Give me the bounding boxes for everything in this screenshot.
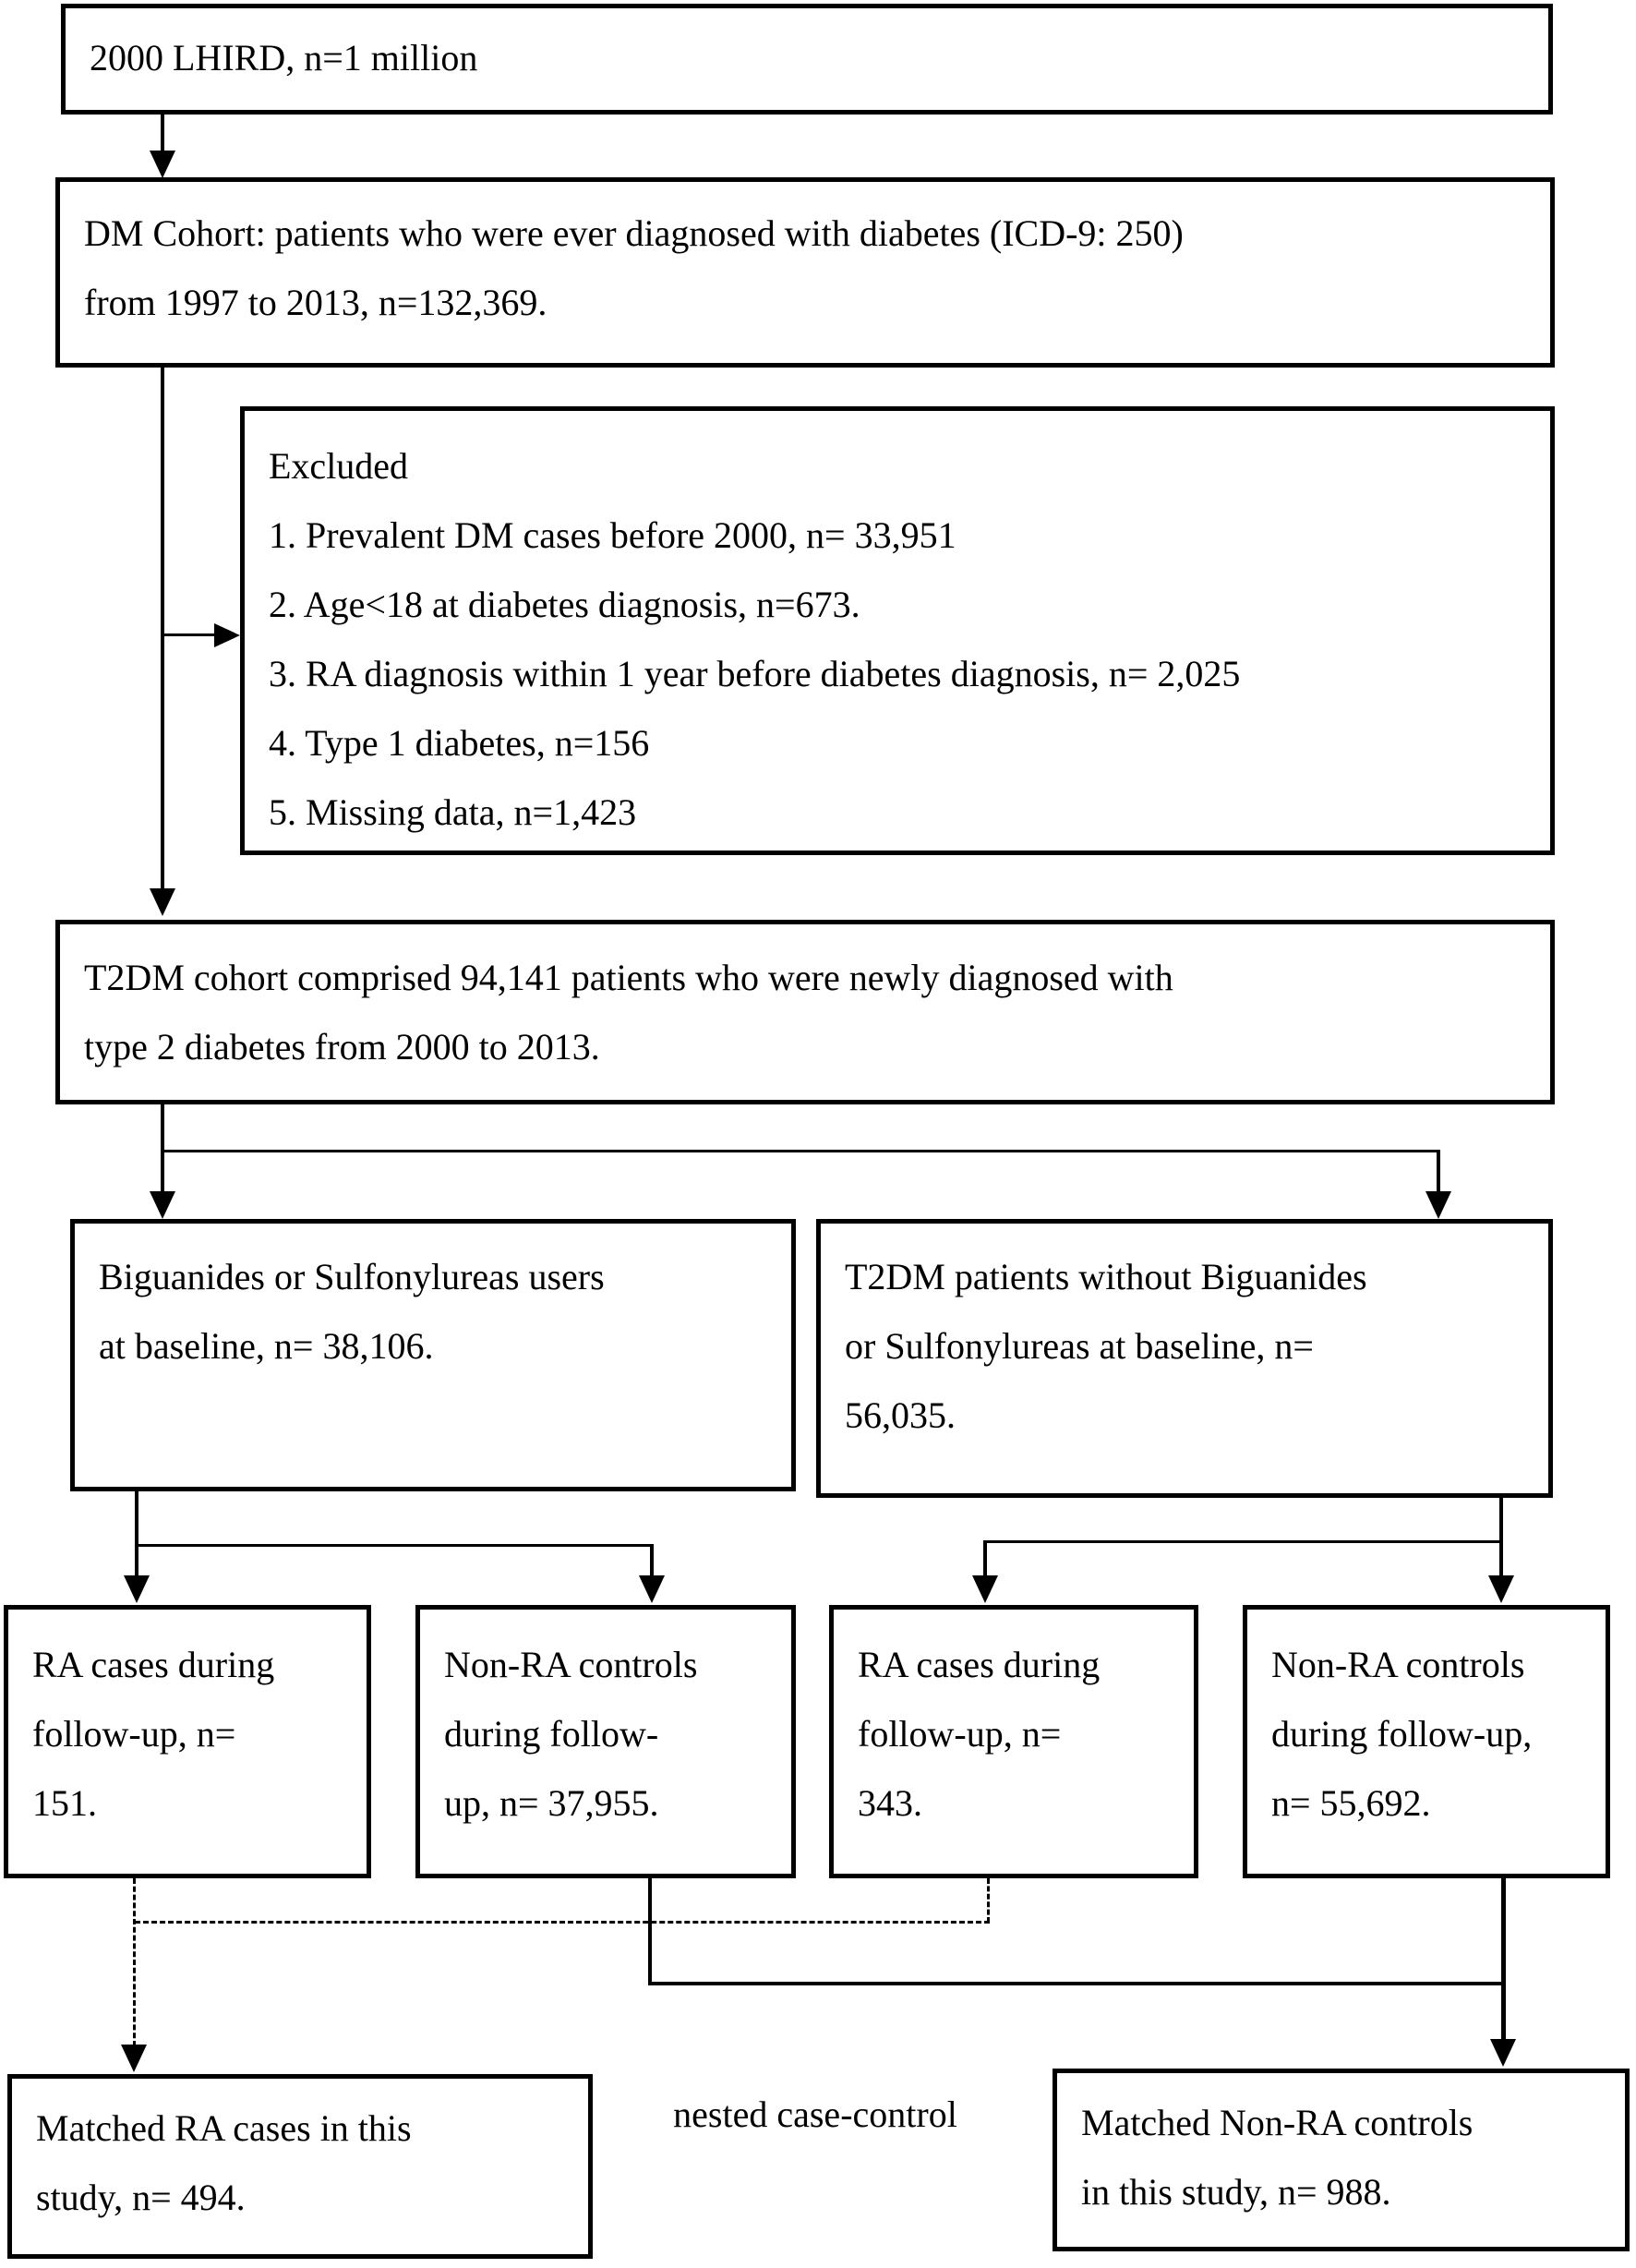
excluded-title: Excluded (269, 445, 409, 487)
box-line: type 2 diabetes from 2000 to 2013. (84, 1026, 600, 1068)
split-biguanide-stem (135, 1491, 138, 1547)
arrow-into-ra-right-head (972, 1575, 998, 1603)
box-line: T2DM cohort comprised 94,141 patients wh… (84, 957, 1173, 998)
split-without-biguanide-left-drop (983, 1543, 987, 1580)
arrow-lhird-to-dm-line (161, 115, 164, 155)
box-lhird: 2000 LHIRD, n=1 million (61, 4, 1553, 115)
box-line: Matched RA cases in this (36, 2107, 412, 2149)
arrow-into-biguanide-head (150, 1191, 175, 1219)
arrow-into-ra-left-head (124, 1575, 150, 1603)
arrow-into-nonra-left-head (639, 1575, 665, 1603)
arrow-dm-to-t2dm-head (150, 888, 175, 916)
box-ra-cases-left: RA cases during follow-up, n= 151. (4, 1605, 371, 1878)
box-excluded: Excluded 1. Prevalent DM cases before 20… (240, 406, 1555, 855)
arrow-lhird-to-dm-head (150, 151, 175, 178)
box-line: study, n= 494. (36, 2177, 246, 2218)
solid-nonra-left-drop (648, 1878, 652, 1985)
box-line: 151. (32, 1782, 97, 1824)
split-t2dm-crossbar (161, 1150, 1440, 1152)
box-biguanide-users: Biguanides or Sulfonylureas users at bas… (70, 1219, 796, 1491)
arrow-into-nonra-right-head (1488, 1575, 1514, 1603)
arrow-dm-to-t2dm-line (161, 368, 164, 894)
box-line: 343. (858, 1782, 922, 1824)
dashed-ra-crossbar (135, 1921, 990, 1924)
excluded-item: 2. Age<18 at diabetes diagnosis, n=673. (269, 584, 860, 625)
split-biguanide-left-drop (135, 1547, 138, 1580)
box-line: during follow-up, (1271, 1713, 1533, 1755)
excluded-item: 5. Missing data, n=1,423 (269, 791, 637, 833)
excluded-item: 3. RA diagnosis within 1 year before dia… (269, 653, 1241, 694)
excluded-item: 1. Prevalent DM cases before 2000, n= 33… (269, 514, 956, 556)
solid-nonra-crossbar (648, 1982, 1505, 1985)
split-biguanide-right-drop (650, 1547, 654, 1580)
excluded-item: 4. Type 1 diabetes, n=156 (269, 722, 650, 764)
box-nonra-controls-left: Non-RA controls during follow- up, n= 37… (415, 1605, 796, 1878)
box-line: during follow- (444, 1713, 659, 1755)
box-line: Non-RA controls (1271, 1644, 1525, 1685)
box-line: up, n= 37,955. (444, 1782, 659, 1824)
nested-case-control-label: nested case-control (673, 2093, 957, 2135)
arrow-into-matched-ra-head (121, 2045, 147, 2072)
box-t2dm-cohort: T2DM cohort comprised 94,141 patients wh… (55, 920, 1555, 1104)
box-matched-ra: Matched RA cases in this study, n= 494. (7, 2074, 593, 2259)
split-t2dm-right-drop (1437, 1152, 1440, 1194)
box-line: Biguanides or Sulfonylureas users (99, 1256, 605, 1297)
box-line: at baseline, n= 38,106. (99, 1325, 434, 1367)
box-matched-nonra: Matched Non-RA controls in this study, n… (1053, 2069, 1630, 2251)
box-line: RA cases during (858, 1644, 1101, 1685)
box-without-biguanide: T2DM patients without Biguanides or Sulf… (816, 1219, 1553, 1498)
split-without-biguanide-crossbar (983, 1540, 1503, 1543)
split-biguanide-crossbar (135, 1544, 654, 1547)
branch-to-excluded-line (164, 633, 218, 636)
split-t2dm-left-drop (161, 1152, 164, 1194)
box-line: in this study, n= 988. (1081, 2171, 1391, 2213)
box-line: RA cases during (32, 1644, 275, 1685)
box-line: 2000 LHIRD, n=1 million (90, 37, 478, 78)
dashed-ra-right-drop (987, 1878, 990, 1923)
dashed-ra-left-drop (133, 1878, 136, 2046)
box-line: DM Cohort: patients who were ever diagno… (84, 212, 1184, 254)
box-line: from 1997 to 2013, n=132,369. (84, 282, 547, 323)
arrow-into-matched-nonra-head (1490, 2039, 1516, 2067)
solid-nonra-right-drop (1501, 1878, 1506, 2043)
box-line: follow-up, n= (32, 1713, 236, 1755)
box-line: follow-up, n= (858, 1713, 1062, 1755)
box-ra-cases-right: RA cases during follow-up, n= 343. (829, 1605, 1198, 1878)
box-line: Non-RA controls (444, 1644, 698, 1685)
box-line: T2DM patients without Biguanides (845, 1256, 1367, 1297)
branch-to-excluded-head (214, 623, 240, 647)
box-line: Matched Non-RA controls (1081, 2102, 1474, 2143)
box-dm-cohort: DM Cohort: patients who were ever diagno… (55, 177, 1555, 368)
split-without-biguanide-stem (1499, 1498, 1503, 1577)
box-line: 56,035. (845, 1394, 956, 1436)
box-nonra-controls-right: Non-RA controls during follow-up, n= 55,… (1243, 1605, 1610, 1878)
arrow-into-without-biguanide-head (1425, 1191, 1451, 1219)
split-t2dm-stem (161, 1104, 164, 1152)
box-line: n= 55,692. (1271, 1782, 1431, 1824)
box-line: or Sulfonylureas at baseline, n= (845, 1325, 1314, 1367)
